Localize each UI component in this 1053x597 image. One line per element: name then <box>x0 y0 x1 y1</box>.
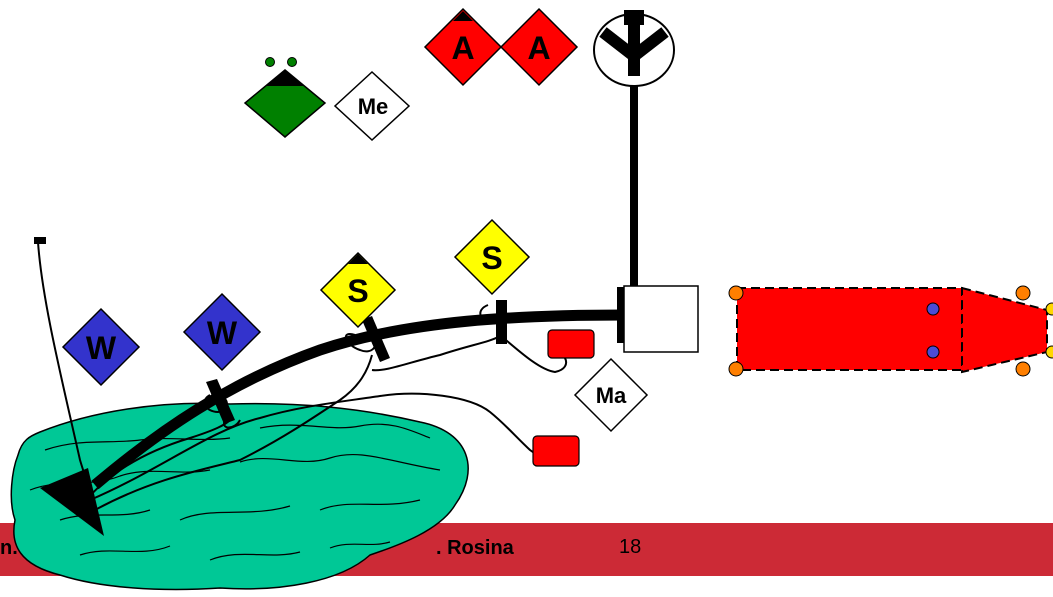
surveillance-label-2: S <box>481 240 502 276</box>
anti-air-symbol-2: A <box>499 7 579 87</box>
anti-air-label-2: A <box>527 30 550 66</box>
anti-air-label-1: A <box>451 30 474 66</box>
land-contours <box>29 423 441 561</box>
weather-symbol-1: W <box>61 307 141 387</box>
medical-symbol: Me <box>333 70 411 142</box>
green-unit-symbol <box>243 57 327 138</box>
page-number: 18 <box>619 536 642 558</box>
maintenance-symbol: Ma <box>573 357 649 433</box>
callout-box-1 <box>547 329 595 359</box>
station-box <box>623 285 699 353</box>
weather-label-1: W <box>86 330 117 366</box>
weather-symbol-2: W <box>182 292 262 372</box>
main-route-arrow <box>91 309 626 490</box>
surveillance-label-1: S <box>347 273 368 309</box>
anti-air-symbol-1: A <box>423 7 503 87</box>
callout-box-2 <box>532 435 580 467</box>
footer-author-text: . Rosina <box>436 537 514 559</box>
antenna-mast <box>630 80 638 295</box>
land-area <box>10 402 469 591</box>
route-markers <box>206 287 628 424</box>
surveillance-symbol-2: S <box>453 218 531 296</box>
medical-label: Me <box>358 94 389 119</box>
vehicle <box>728 285 1053 377</box>
weather-label-2: W <box>207 315 238 351</box>
maintenance-label: Ma <box>596 383 627 408</box>
antenna-icon <box>593 10 675 87</box>
surveillance-symbol-1: S <box>319 251 397 329</box>
footer-left-text: n. <box>0 537 18 559</box>
flag-icon <box>34 237 46 244</box>
arrowhead-icon <box>40 468 104 536</box>
